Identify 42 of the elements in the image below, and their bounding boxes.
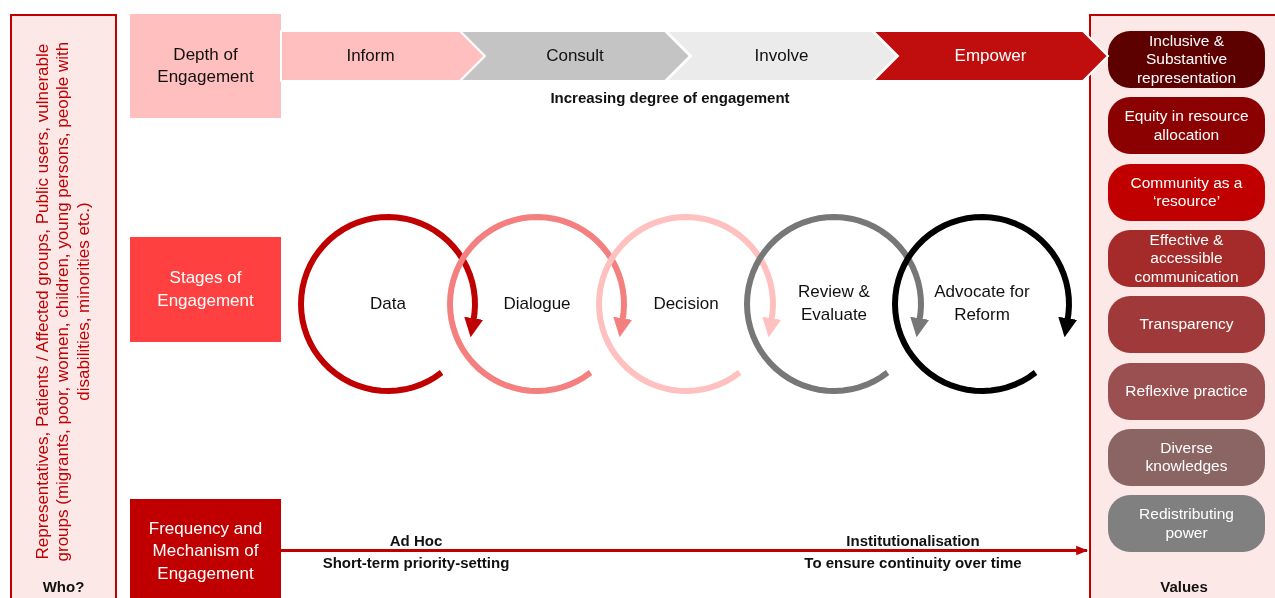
value-label: Redistributing power [1138, 505, 1235, 543]
value-pill [1108, 296, 1265, 354]
panel-background [1089, 14, 1275, 598]
chevron-label: Involve [754, 46, 809, 66]
stage-label: Data [370, 292, 406, 315]
box-label: Depth of Engagement [156, 43, 255, 88]
frequency-label: Ad Hoc [388, 532, 444, 549]
chevron-label: Empower [954, 46, 1027, 66]
axis-caption: Increasing degree of engagement [549, 89, 791, 106]
stage-label: Review & Evaluate [797, 281, 871, 326]
stage-label: Dialogue [503, 292, 571, 315]
value-pill [1108, 163, 1265, 221]
value-label: Reflexive practice [1125, 381, 1248, 401]
box-label: Frequency and Mechanism of Engagement [147, 518, 264, 585]
box-label: Stages of Engagement [156, 267, 255, 312]
heading-box [130, 14, 281, 118]
value-label: Community as a ‘resource’ [1129, 173, 1244, 211]
value-pill [1108, 229, 1265, 287]
panel-heading: Who? [41, 578, 86, 595]
value-label: Transparency [1139, 315, 1234, 334]
value-label: Effective & accessible communication [1133, 230, 1240, 287]
value-pill [1108, 428, 1265, 486]
stage-label: Decision [653, 292, 719, 315]
heading-box [130, 499, 281, 598]
value-pill [1108, 495, 1265, 553]
stage-label: Advocate for Reform [933, 281, 1031, 326]
panel-background [10, 14, 117, 598]
who-description: Representatives, Patients / Affected groups, Public users, vulnerable groups (migrants, poor, women, children, young persons, people with disabilities, minorities etc.) [32, 40, 94, 563]
value-pill [1108, 31, 1265, 88]
frequency-label: To ensure continuity over time [803, 554, 1023, 571]
value-label: Inclusive & Substantive representation [1135, 31, 1238, 88]
panel-heading: Values [1159, 578, 1209, 595]
chevron-label: Consult [546, 46, 604, 66]
frequency-label: Short-term priority-setting [321, 554, 511, 571]
chevron-label: Inform [346, 46, 395, 66]
value-pill [1108, 362, 1265, 420]
arrow [281, 545, 1089, 556]
value-label: Diverse knowledges [1144, 438, 1229, 476]
value-pill [1108, 97, 1265, 155]
frequency-label: Institutionalisation [845, 532, 981, 549]
value-label: Equity in resource allocation [1123, 107, 1250, 145]
heading-box [130, 237, 281, 342]
